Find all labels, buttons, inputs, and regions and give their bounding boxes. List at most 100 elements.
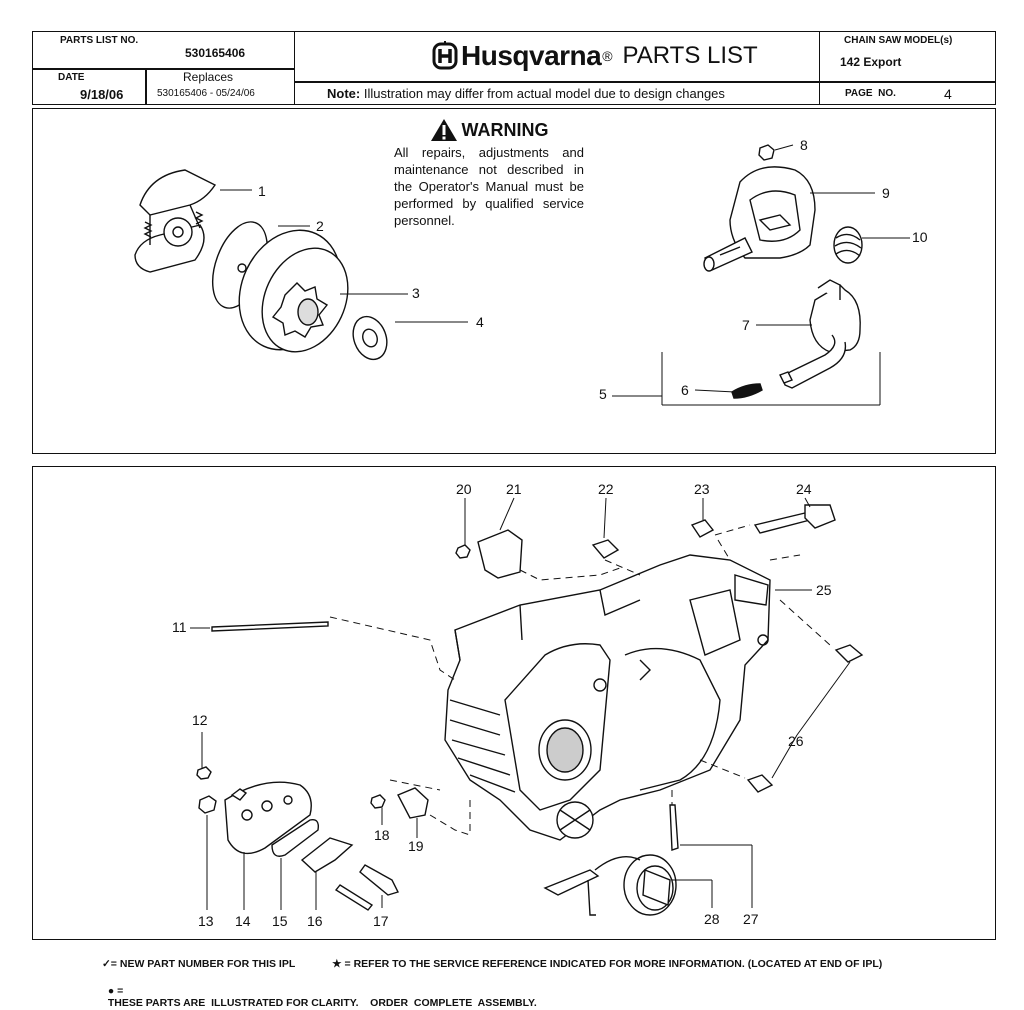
header-divider: [32, 68, 295, 70]
callout-27: 27: [743, 911, 759, 927]
bottom-diagram-drawing: 11 12 13 14 15 16 17 18 19 20 21 22 23 2…: [172, 481, 864, 929]
warning-line-5: personnel.: [394, 213, 455, 228]
warning-heading: WARNING: [394, 118, 584, 142]
nut-23-part: [690, 519, 715, 538]
star-symbol: ★ =: [332, 958, 351, 970]
callout-26: 26: [788, 733, 804, 749]
callout-13: 13: [198, 913, 214, 929]
oil-hose-part: [779, 279, 861, 389]
warning-line-4: performed by qualified service: [394, 196, 584, 211]
flat-washer-part: [352, 315, 388, 361]
warning-line-1: All repairs, adjustments and: [394, 145, 584, 160]
callout-8: 8: [800, 137, 808, 153]
callout-2: 2: [316, 218, 324, 234]
callout-21: 21: [506, 481, 522, 497]
date-value: 9/18/06: [80, 87, 124, 102]
screw-12-part: [196, 766, 212, 780]
callout-28: 28: [704, 911, 720, 927]
header-right-box: [819, 31, 996, 105]
warning-line-2: maintenance not described in: [394, 162, 584, 177]
legend-line-2: ● = THESE PARTS ARE ILLUSTRATED FOR CLAR…: [102, 973, 537, 1009]
screw-18-part: [370, 794, 386, 809]
callout-25: 25: [816, 582, 832, 598]
bottom-diagram-panel: [32, 466, 996, 940]
new-part-text: NEW PART NUMBER FOR THIS IPL: [119, 958, 296, 970]
callout-5: 5: [599, 386, 607, 402]
husqvarna-logo-icon: [432, 41, 458, 71]
header-divider-v: [145, 68, 147, 105]
chain-catcher-16-part: [300, 837, 354, 873]
clutch-drum-part: [238, 229, 349, 353]
nut-22-part: [591, 539, 620, 559]
nut-26b-part: [746, 774, 774, 793]
model-value: 142 Export: [840, 55, 902, 69]
new-part-symbol: ✓=: [102, 958, 117, 970]
model-label: CHAIN SAW MODEL(s): [844, 35, 953, 46]
header-right-divider: [819, 81, 996, 83]
callout-24: 24: [796, 481, 812, 497]
callout-6: 6: [681, 382, 689, 398]
parts-list-no-label: PARTS LIST NO.: [60, 35, 139, 46]
nut-13-part: [198, 795, 217, 814]
service-reference-text: REFER TO THE SERVICE REFERENCE INDICATED…: [353, 958, 883, 970]
plate-15-part: [271, 819, 320, 857]
callout-3: 3: [412, 285, 420, 301]
bolt-17a-part: [334, 884, 374, 911]
callout-15: 15: [272, 913, 288, 929]
bolt-17b-part: [359, 864, 399, 896]
callout-4: 4: [476, 314, 484, 330]
date-label: DATE: [58, 72, 85, 83]
oil-pump-part: [703, 166, 816, 272]
clutch-part: [134, 169, 217, 273]
crankcase-housing-part: [444, 554, 771, 841]
guide-plate-part: [224, 781, 312, 855]
top-diagram-panel: [32, 108, 996, 454]
parts-list-no: 530165406: [185, 46, 246, 60]
screw-8-part: [758, 144, 775, 161]
warning-triangle-icon: [430, 118, 458, 142]
callout-20: 20: [456, 481, 472, 497]
callout-10: 10: [912, 229, 928, 245]
header-center-divider: [294, 81, 820, 83]
callout-7: 7: [742, 317, 750, 333]
chain-tensioner-part: [753, 504, 836, 534]
callout-22: 22: [598, 481, 614, 497]
brand-row: Husqvarna ® PARTS LIST: [432, 36, 758, 76]
page-label: PAGE NO.: [845, 88, 896, 99]
callout-17: 17: [373, 913, 389, 929]
callout-9: 9: [882, 185, 890, 201]
page-number: 4: [944, 86, 952, 102]
warning-block: WARNING All repairs, adjustments and mai…: [394, 118, 584, 229]
legend-line-1: ✓= NEW PART NUMBER FOR THIS IPL ★ = REFE…: [102, 958, 882, 970]
callout-23: 23: [694, 481, 710, 497]
note-text: Illustration may differ from actual mode…: [363, 86, 725, 101]
replaces-value: 530165406 - 05/24/06: [157, 88, 255, 99]
callout-12: 12: [192, 712, 208, 728]
callout-16: 16: [307, 913, 323, 929]
note-row: Note: Illustration may differ from actua…: [327, 86, 725, 101]
callout-11: 11: [172, 619, 187, 635]
callout-1: 1: [258, 183, 266, 199]
bullet-symbol: ● =: [107, 985, 124, 997]
nut-26a-part: [834, 644, 864, 663]
warning-line-3: the Operator's Manual must be: [394, 179, 584, 194]
bolt-27-part: [669, 804, 679, 851]
replaces-label: Replaces: [183, 70, 234, 84]
illustrated-clarity-text: THESE PARTS ARE ILLUSTRATED FOR CLARITY.…: [107, 997, 537, 1009]
callout-19: 19: [408, 838, 424, 854]
guide-rod-part: [211, 621, 329, 632]
parts-list-title: PARTS LIST: [622, 42, 758, 69]
note-label: Note:: [327, 86, 361, 101]
bracket-21-part: [477, 529, 523, 579]
callout-18: 18: [374, 827, 390, 843]
oil-filter-part: [731, 383, 763, 399]
oil-cap-part: [543, 854, 677, 916]
brand-registered-mark: ®: [602, 48, 613, 64]
warning-title: WARNING: [461, 119, 549, 140]
spring-part: [833, 226, 863, 264]
screw-20-part: [455, 544, 471, 559]
callout-14: 14: [235, 913, 251, 929]
top-diagram-drawing: 1 2 3 4 5 6 7 8 9 10: [134, 137, 928, 406]
brand-name: Husqvarna: [461, 40, 602, 71]
bumper-19-part: [397, 787, 429, 819]
